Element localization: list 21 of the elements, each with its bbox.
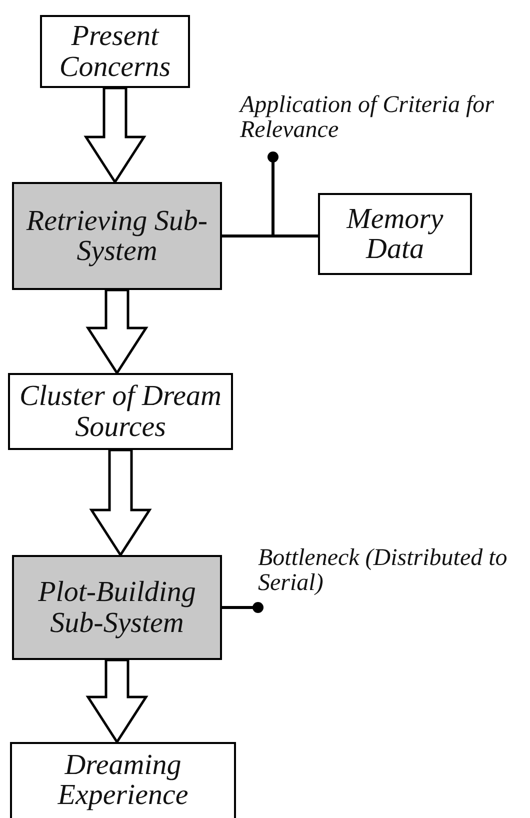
box-label: Plot-Building Sub-System <box>37 577 197 638</box>
block-arrow <box>86 288 148 376</box>
process-box <box>10 742 236 818</box>
box-label: Present Concerns <box>58 21 172 82</box>
annotation-text: Application of Criteria for Relevance <box>240 93 496 144</box>
box-label: Memory Data <box>345 204 444 264</box>
process-box <box>40 15 190 88</box>
annotation-text: Bottleneck (Distributed to Serial) <box>258 546 508 596</box>
connector-line <box>222 234 318 238</box>
box-label: Retrieving Sub-System <box>25 206 209 266</box>
block-arrow <box>89 448 152 558</box>
process-box <box>12 182 222 290</box>
leader-line <box>222 602 264 613</box>
block-arrow <box>84 86 146 184</box>
leader-line <box>268 152 278 237</box>
box-label: Cluster of Dream Sources <box>18 381 222 442</box>
process-box <box>8 373 233 450</box>
process-box <box>318 193 472 275</box>
box-label: Dreaming Experience <box>56 750 190 811</box>
process-box <box>12 555 222 660</box>
block-arrow <box>86 658 148 744</box>
